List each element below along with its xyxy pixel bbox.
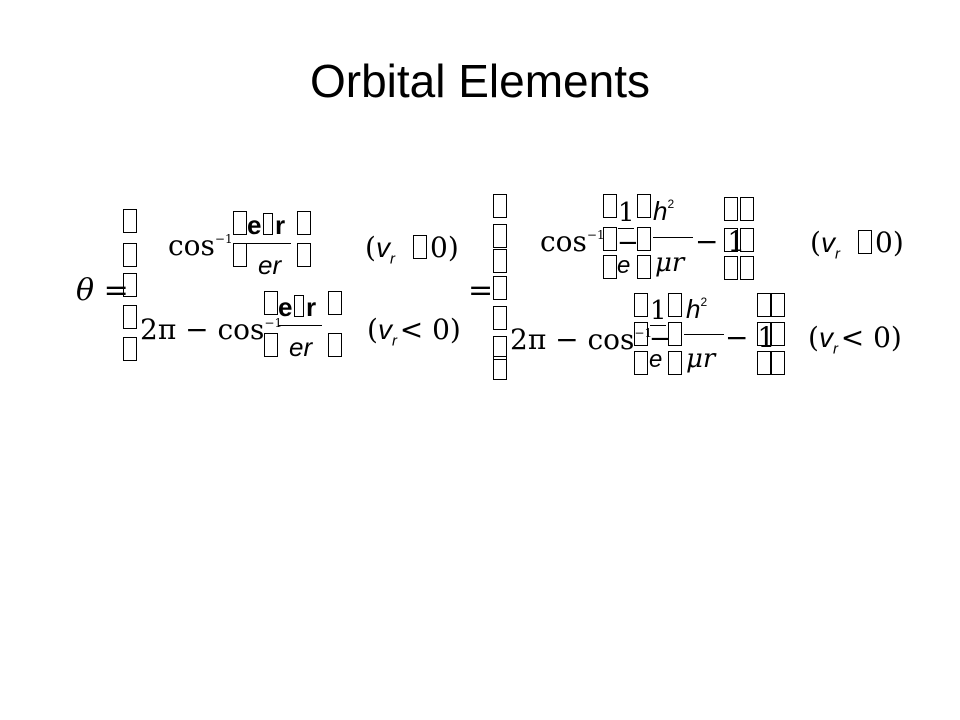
paren-glyph xyxy=(771,351,785,375)
cos-inverse: cos−1 xyxy=(540,225,605,258)
denominator-er: er xyxy=(289,332,313,362)
paren-glyph xyxy=(603,227,617,251)
paren-glyph xyxy=(297,243,311,267)
paren-glyph xyxy=(668,351,682,375)
minus-one: − 1 xyxy=(725,321,776,354)
paren-glyph xyxy=(634,293,648,317)
paren-glyph xyxy=(328,333,342,357)
fraction-bar xyxy=(653,237,693,239)
vector-e: e xyxy=(247,210,262,240)
mu-r: μr xyxy=(655,248,685,278)
minus-sign: − xyxy=(617,228,639,258)
denominator-e: e xyxy=(649,346,663,373)
paren-glyph xyxy=(637,255,651,279)
paren-glyph xyxy=(233,211,247,235)
paren-glyph xyxy=(757,293,771,317)
condition-1-value: 0) xyxy=(430,231,459,264)
theta-lhs: θ = xyxy=(76,273,129,308)
paren-glyph xyxy=(740,256,754,280)
fraction-bar xyxy=(618,228,634,230)
paren-glyph xyxy=(740,197,754,221)
vector-e: e xyxy=(278,292,293,322)
dot-glyph xyxy=(263,213,273,235)
condition-2: (vr < 0) xyxy=(808,321,902,358)
paren-glyph xyxy=(724,197,738,221)
equals-sign: = xyxy=(468,273,494,308)
paren-glyph xyxy=(297,211,311,235)
denominator-er: er xyxy=(258,250,282,280)
condition-2: (vr < 0) xyxy=(367,313,461,350)
denominator-e: e xyxy=(617,252,631,279)
paren-glyph xyxy=(740,228,754,252)
fraction-bar xyxy=(247,243,291,245)
minus-sign: − xyxy=(649,324,671,354)
cos-inverse: cos−1 xyxy=(168,229,233,262)
h-squared: h2 xyxy=(653,196,675,226)
brace-glyph xyxy=(493,224,507,248)
paren-glyph xyxy=(757,322,771,346)
paren-glyph xyxy=(603,194,617,218)
paren-glyph xyxy=(634,322,648,346)
brace-glyph xyxy=(123,243,137,267)
h-squared: h2 xyxy=(686,294,708,324)
paren-glyph xyxy=(603,255,617,279)
paren-glyph xyxy=(634,351,648,375)
paren-glyph xyxy=(771,293,785,317)
paren-glyph xyxy=(724,256,738,280)
two-pi-minus-cos-inverse: 2π − cos−1 xyxy=(140,313,283,346)
paren-glyph xyxy=(724,228,738,252)
fraction-bar xyxy=(278,325,322,327)
paren-glyph xyxy=(637,227,651,251)
brace-glyph xyxy=(123,305,137,329)
brace-glyph xyxy=(493,336,507,360)
paren-glyph xyxy=(668,322,682,346)
relation-glyph xyxy=(858,230,872,254)
minus-one: − 1 xyxy=(695,225,746,258)
condition-1: (vr xyxy=(365,231,395,268)
brace-glyph xyxy=(493,306,507,330)
fraction-bar xyxy=(684,334,724,336)
relation-glyph xyxy=(413,235,427,259)
brace-glyph xyxy=(493,194,507,218)
paren-glyph xyxy=(264,291,278,315)
paren-glyph xyxy=(233,243,247,267)
vector-r: r xyxy=(306,292,317,322)
paren-glyph xyxy=(771,322,785,346)
condition-1-value: 0) xyxy=(875,226,904,259)
vector-r: r xyxy=(275,210,286,240)
paren-glyph xyxy=(757,351,771,375)
dot-glyph xyxy=(294,295,304,317)
condition-1: (vr xyxy=(810,226,840,263)
numerator-one: 1 xyxy=(618,198,635,228)
brace-glyph xyxy=(123,209,137,233)
paren-glyph xyxy=(264,333,278,357)
paren-glyph xyxy=(328,291,342,315)
paren-glyph xyxy=(668,293,682,317)
numerator-one: 1 xyxy=(650,296,667,326)
brace-glyph xyxy=(493,276,507,300)
fraction-bar xyxy=(650,325,666,327)
mu-r: μr xyxy=(686,344,716,374)
brace-glyph xyxy=(493,356,507,380)
two-pi-minus-cos-inverse: 2π − cos−1 xyxy=(510,323,653,356)
brace-glyph xyxy=(123,337,137,361)
slide-title: Orbital Elements xyxy=(309,55,650,107)
brace-glyph xyxy=(123,273,137,297)
paren-glyph xyxy=(637,194,651,218)
brace-glyph xyxy=(493,249,507,273)
